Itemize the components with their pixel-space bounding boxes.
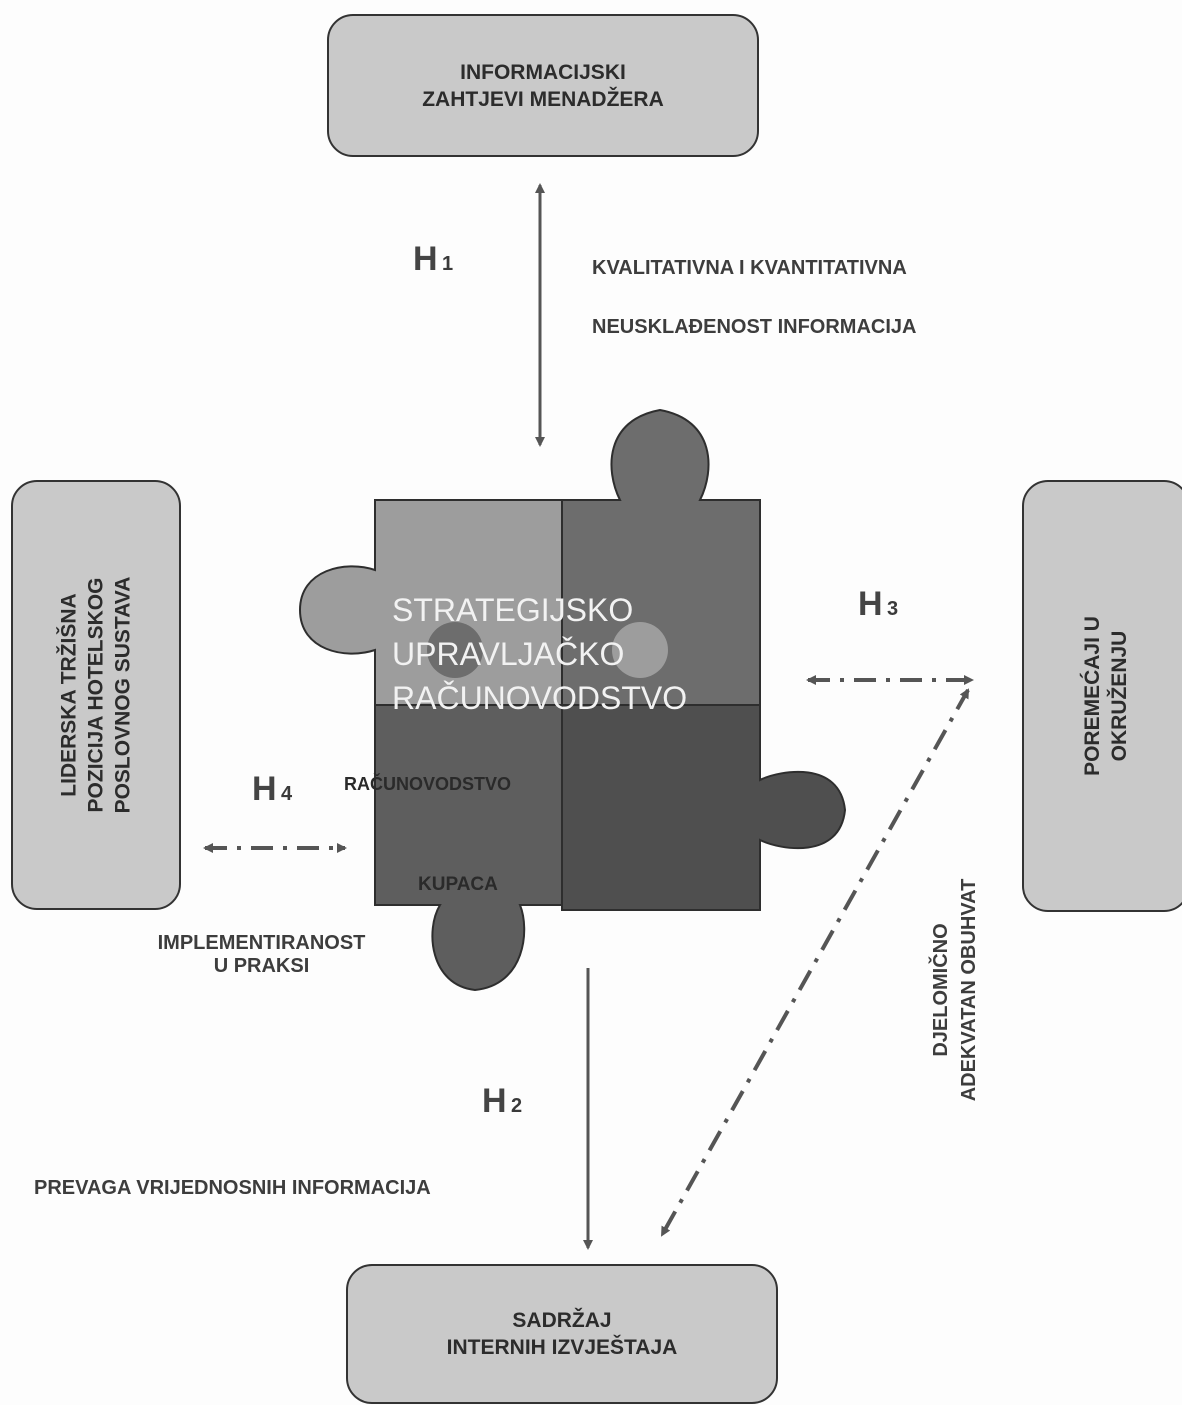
box-top-line2: ZAHTJEVI MENADŽERA: [422, 87, 664, 111]
puzzle-piece-bottom-right: [561, 704, 847, 911]
h2-number: 2: [511, 1095, 523, 1117]
box-right-line1: POREMEĆAJI U: [1081, 616, 1104, 776]
puzzle-piece-top-right: [561, 408, 761, 706]
puzzle-piece-a-label: RAČUNOVODSTVO: [344, 774, 512, 794]
box-right-line2: OKRUŽENJU: [1108, 630, 1131, 762]
h3-note-line1: DJELOMIČNO: [930, 923, 952, 1057]
h1-letter: H: [413, 240, 438, 278]
h3-note-line2: ADEKVATAN OBUHVAT: [958, 878, 980, 1102]
box-top-line1: INFORMACIJSKI: [460, 60, 626, 84]
h4-label: H 4: [252, 770, 292, 809]
puzzle-main-label: STRATEGIJSKO UPRAVLJAČKO RAČUNOVODSTVO: [392, 588, 687, 720]
h3-number: 3: [887, 598, 899, 620]
box-bottom-line1: SADRŽAJ: [512, 1309, 612, 1332]
puzzle-main-line2: UPRAVLJAČKO: [392, 636, 625, 672]
h4-number: 4: [281, 783, 293, 805]
h1-note-line2: NEUSKLAĐENOST INFORMACIJA: [592, 316, 917, 338]
puzzle-main-line1: STRATEGIJSKO: [392, 592, 634, 628]
puzzle-piece-top-left: [298, 499, 563, 706]
h1-number: 1: [442, 253, 454, 275]
box-left-line2: POZICIJA HOTELSKOG: [84, 577, 108, 813]
h2-letter: H: [482, 1082, 507, 1120]
h4-note-line2: U PRAKSI: [213, 955, 310, 977]
h3-letter: H: [858, 585, 883, 623]
h4-letter: H: [252, 770, 277, 808]
box-left-line1: LIDERSKA TRŽIŠNA: [57, 593, 81, 797]
diagonal-arrow: [660, 688, 970, 1237]
box-information-requirements: INFORMACIJSKI ZAHTJEVI MENADŽERA: [327, 14, 759, 157]
h2-label: H 2: [482, 1082, 522, 1121]
h2-note: PREVAGA VRIJEDNOSNIH INFORMACIJA: [34, 1177, 431, 1199]
h4-note: IMPLEMENTIRANOST U PRAKSI: [124, 932, 399, 978]
puzzle-knob: [427, 622, 483, 678]
box-environment-disruptions: POREMEĆAJI U OKRUŽENJU: [1022, 480, 1182, 912]
puzzle-knob: [612, 622, 668, 678]
puzzle-main-line3: RAČUNOVODSTVO: [392, 680, 688, 716]
puzzle-piece-b-label: KUPACA: [418, 874, 498, 895]
box-left-line3: POSLOVNOG SUSTAVA: [111, 576, 135, 814]
box-market-position: LIDERSKA TRŽIŠNA POZICIJA HOTELSKOG POSL…: [11, 480, 181, 910]
box-internal-reports: SADRŽAJ INTERNIH IZVJEŠTAJA: [346, 1264, 778, 1404]
h4-note-line1: IMPLEMENTIRANOST: [157, 932, 366, 954]
h3-label: H 3: [858, 585, 898, 624]
h1-label: H 1: [413, 240, 453, 279]
h1-note-line1: KVALITATIVNA I KVANTITATIVNA: [592, 257, 907, 279]
h3-note: DJELOMIČNO ADEKVATAN OBUHVAT: [855, 850, 1055, 1130]
puzzle-piece-bottom-left: [374, 704, 563, 992]
box-bottom-line2: INTERNIH IZVJEŠTAJA: [446, 1336, 678, 1359]
